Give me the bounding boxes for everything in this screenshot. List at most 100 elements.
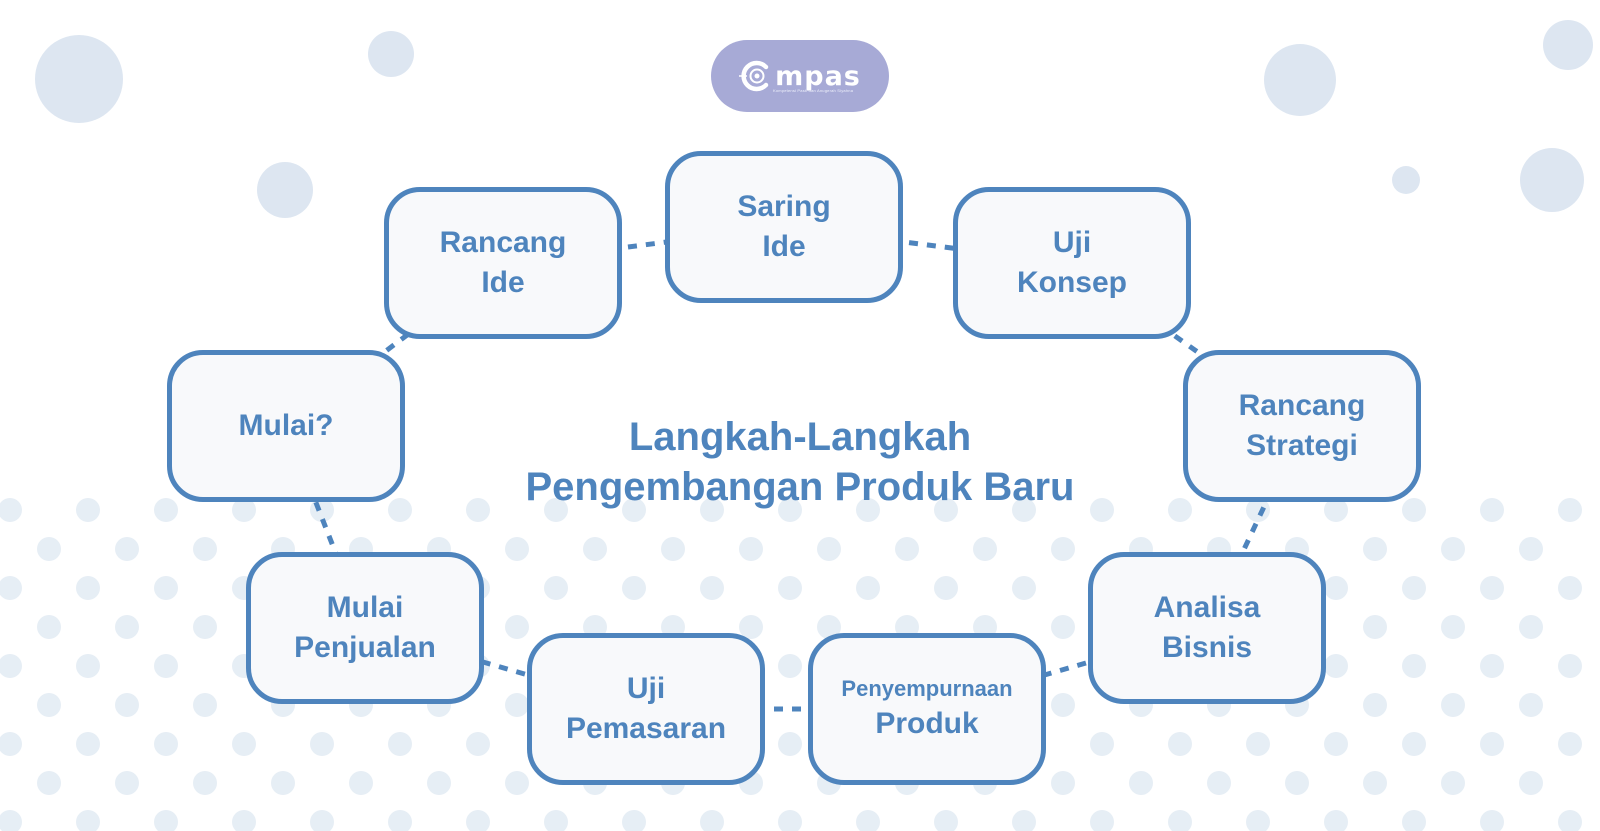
background-dot	[817, 537, 841, 561]
step-label-line-2: Ide	[762, 230, 806, 263]
background-dot	[622, 810, 646, 831]
step-rancang-strategi[interactable]: Rancang Strategi	[1183, 350, 1421, 502]
background-dot	[193, 693, 217, 717]
background-dot	[1519, 615, 1543, 639]
decorative-bubble	[368, 31, 414, 77]
background-dot	[934, 576, 958, 600]
background-dot	[115, 615, 139, 639]
background-dot	[310, 810, 334, 831]
step-mulai-penjualan[interactable]: Mulai Penjualan	[246, 552, 484, 704]
background-dot	[895, 537, 919, 561]
target-c-icon	[739, 59, 773, 93]
step-penyempurnaan-produk[interactable]: Penyempurnaan Produk	[808, 633, 1046, 785]
background-dot	[1168, 732, 1192, 756]
background-dot	[1168, 498, 1192, 522]
background-dot	[934, 810, 958, 831]
step-mulai[interactable]: Mulai?	[167, 350, 405, 502]
background-dot	[1480, 576, 1504, 600]
step-label-line-2: Konsep	[1016, 266, 1127, 299]
background-dot	[1402, 654, 1426, 678]
background-dot	[778, 810, 802, 831]
background-dot	[1363, 537, 1387, 561]
background-dot	[661, 537, 685, 561]
step-label-line-1: Rancang	[439, 226, 567, 259]
background-dot	[1558, 732, 1582, 756]
background-dot	[115, 537, 139, 561]
background-dot	[1558, 576, 1582, 600]
step-rancang-ide[interactable]: Rancang Ide	[384, 187, 622, 339]
background-dot	[1285, 771, 1309, 795]
background-dot	[505, 693, 529, 717]
background-dot	[154, 732, 178, 756]
decorative-bubble	[257, 162, 313, 218]
background-dot	[1558, 654, 1582, 678]
background-dot	[1324, 498, 1348, 522]
connector-line	[364, 625, 647, 712]
background-dot	[544, 498, 568, 522]
background-dot	[1402, 498, 1426, 522]
background-dot	[1480, 732, 1504, 756]
background-dot	[778, 498, 802, 522]
step-label-line-2: Produk	[875, 707, 979, 740]
decorative-bubble	[1520, 148, 1584, 212]
background-dot	[973, 537, 997, 561]
background-dot	[1363, 771, 1387, 795]
background-dot	[115, 771, 139, 795]
step-label-line-2: Bisnis	[1161, 631, 1253, 664]
background-dot	[1090, 810, 1114, 831]
background-dot	[271, 771, 295, 795]
step-label-line-1: Rancang	[1238, 389, 1366, 422]
background-dot	[1558, 498, 1582, 522]
background-dot	[76, 732, 100, 756]
step-uji-konsep[interactable]: Uji Konsep	[953, 187, 1191, 339]
background-dot	[1324, 654, 1348, 678]
step-analisa-bisnis[interactable]: Analisa Bisnis	[1088, 552, 1326, 704]
step-label-line-2: Strategi	[1246, 429, 1358, 462]
background-dot	[1090, 498, 1114, 522]
background-dot	[1051, 693, 1075, 717]
background-dot	[349, 771, 373, 795]
background-dot	[544, 576, 568, 600]
background-dot	[1012, 576, 1036, 600]
background-dot	[1246, 810, 1270, 831]
background-dot	[1051, 771, 1075, 795]
background-dot	[1363, 615, 1387, 639]
company-logo[interactable]: mpas Kompetensi Pasti dan Anugerah Siyah…	[711, 40, 889, 112]
title-line-1: Langkah-Langkah	[628, 415, 972, 459]
background-dot	[505, 771, 529, 795]
background-dot	[1441, 693, 1465, 717]
background-dot	[76, 810, 100, 831]
background-dot	[154, 810, 178, 831]
background-dot	[1480, 498, 1504, 522]
background-dot	[778, 732, 802, 756]
background-dot	[1090, 732, 1114, 756]
background-dot	[1324, 810, 1348, 831]
logo-wordmark: mpas	[775, 60, 861, 92]
background-dot	[154, 576, 178, 600]
background-dot	[778, 576, 802, 600]
background-dot	[76, 498, 100, 522]
background-dot	[1402, 810, 1426, 831]
step-uji-pemasaran[interactable]: Uji Pemasaran	[527, 633, 765, 785]
background-dot	[0, 498, 22, 522]
background-dot	[1324, 732, 1348, 756]
background-dot	[1441, 771, 1465, 795]
background-dot	[739, 615, 763, 639]
background-dot	[583, 537, 607, 561]
background-dot	[193, 537, 217, 561]
background-dot	[1441, 537, 1465, 561]
step-label-line-1: Analisa	[1153, 591, 1261, 624]
background-dot	[700, 498, 724, 522]
background-dot	[388, 732, 412, 756]
background-dot	[1441, 615, 1465, 639]
background-dot	[232, 498, 256, 522]
background-dot	[466, 498, 490, 522]
background-dot	[1012, 498, 1036, 522]
step-saring-ide[interactable]: Saring Ide	[665, 151, 903, 303]
background-dot	[856, 810, 880, 831]
background-dot	[856, 498, 880, 522]
step-label-line-1: Mulai	[326, 591, 404, 624]
background-dot	[622, 576, 646, 600]
background-dot	[388, 498, 412, 522]
